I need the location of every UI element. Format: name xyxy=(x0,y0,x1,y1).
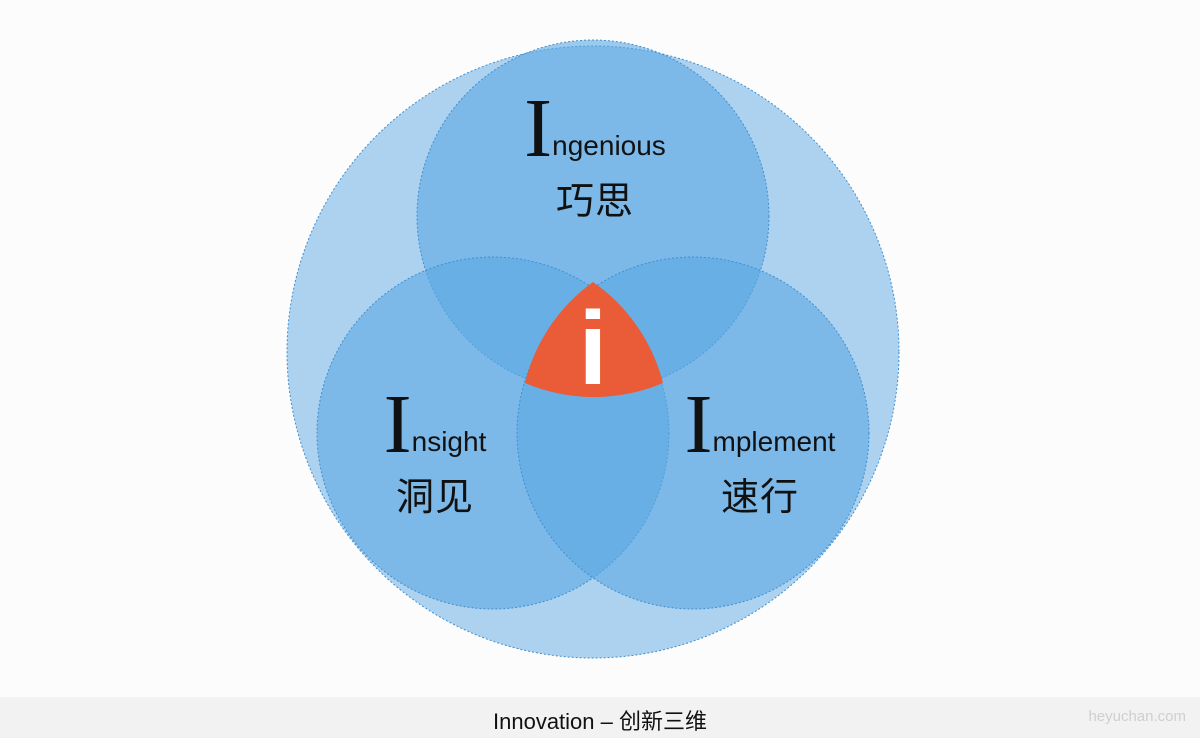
center-letter: i xyxy=(579,291,608,407)
insight-word: nsight xyxy=(411,425,487,457)
insight-chinese: 洞见 xyxy=(395,474,474,519)
watermark-credit: heyuchan.com xyxy=(1088,708,1186,725)
implement-chinese: 速行 xyxy=(720,474,799,519)
caption-text: Innovation – 创新三维 xyxy=(493,709,707,734)
ingenious-initial: I xyxy=(524,82,553,175)
venn-diagram: i xyxy=(286,39,900,659)
insight-initial: I xyxy=(383,378,412,471)
center-intersection xyxy=(525,282,663,398)
implement-word: mplement xyxy=(712,425,836,457)
caption-bar: Innovation – 创新三维 heyuchan.com xyxy=(0,697,1200,738)
ingenious-chinese: 巧思 xyxy=(555,178,634,223)
implement-initial: I xyxy=(684,378,713,471)
ingenious-word: ngenious xyxy=(552,129,666,161)
